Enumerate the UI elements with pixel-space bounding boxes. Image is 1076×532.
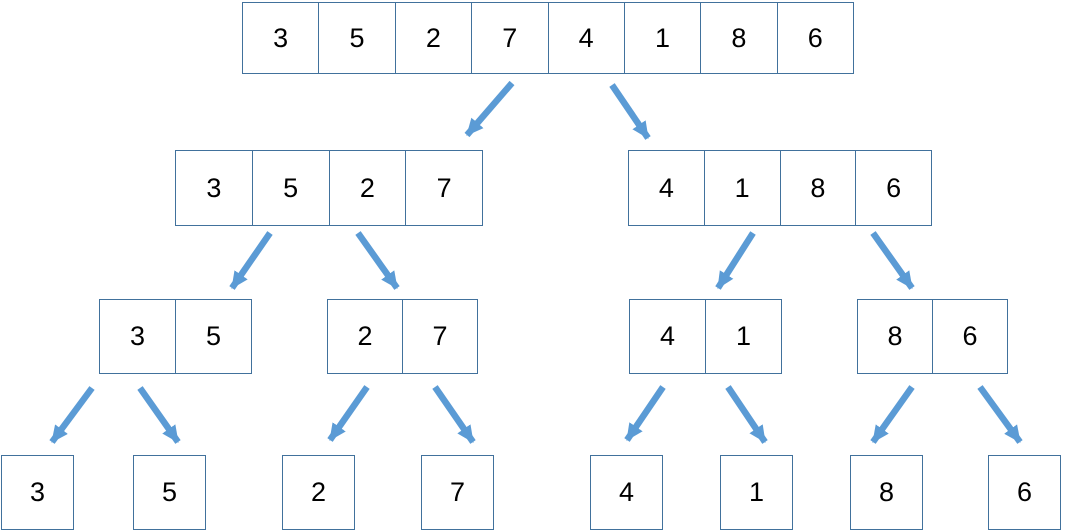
array-cell: 3 xyxy=(129,321,146,351)
split-arrow xyxy=(464,80,515,138)
array-cell: 2 xyxy=(310,477,327,507)
array-cell: 8 xyxy=(878,477,895,507)
array-level2-right: 4 1 8 6 xyxy=(628,150,932,226)
array-level4-1: 3 xyxy=(1,455,74,530)
array-cell: 8 xyxy=(779,151,856,225)
array-cell: 2 xyxy=(328,151,406,225)
array-cell: 7 xyxy=(449,477,466,507)
array-level1: 3 5 2 7 4 1 8 6 xyxy=(242,2,854,74)
array-cell: 5 xyxy=(161,477,178,507)
array-level4-6: 1 xyxy=(720,455,793,530)
array-cell: 5 xyxy=(251,151,329,225)
array-cell: 5 xyxy=(318,3,394,73)
array-level3-2: 2 7 xyxy=(327,299,478,374)
array-cell: 6 xyxy=(776,3,853,73)
array-level4-5: 4 xyxy=(590,455,663,530)
split-arrow xyxy=(49,386,95,444)
split-arrow xyxy=(624,385,666,442)
split-arrow xyxy=(229,231,273,290)
array-level4-4: 7 xyxy=(421,455,494,530)
array-cell: 7 xyxy=(471,3,547,73)
array-cell: 3 xyxy=(273,22,289,53)
array-level3-1: 3 5 xyxy=(99,299,252,374)
array-level4-2: 5 xyxy=(133,455,206,530)
array-cell: 4 xyxy=(659,321,676,351)
array-cell: 7 xyxy=(402,300,477,373)
array-level4-8: 6 xyxy=(988,455,1061,530)
split-arrow xyxy=(137,386,181,444)
array-cell: 2 xyxy=(394,3,471,73)
split-arrow xyxy=(870,231,915,290)
split-arrow xyxy=(432,385,476,444)
array-cell: 6 xyxy=(1016,477,1033,507)
array-cell: 4 xyxy=(658,172,674,203)
array-cell: 6 xyxy=(932,300,1007,373)
array-level2-left: 3 5 2 7 xyxy=(175,150,483,226)
array-level4-3: 2 xyxy=(282,455,355,530)
array-cell: 1 xyxy=(748,477,765,507)
array-cell: 7 xyxy=(405,151,482,225)
split-arrow xyxy=(725,385,768,444)
array-cell: 5 xyxy=(175,300,251,373)
array-cell: 3 xyxy=(206,172,222,203)
split-arrow xyxy=(977,385,1023,444)
array-cell: 1 xyxy=(705,300,781,373)
array-level4-7: 8 xyxy=(850,455,923,530)
split-arrow xyxy=(715,231,756,290)
array-level3-3: 4 1 xyxy=(629,299,782,374)
array-cell: 8 xyxy=(700,3,776,73)
array-cell: 6 xyxy=(855,151,931,225)
split-arrow xyxy=(609,83,651,140)
split-arrow xyxy=(870,385,915,444)
split-arrow xyxy=(355,231,400,290)
array-cell: 1 xyxy=(703,151,780,225)
array-cell: 2 xyxy=(357,321,373,351)
array-cell: 3 xyxy=(29,477,46,507)
array-cell: 4 xyxy=(618,477,635,507)
array-cell: 8 xyxy=(887,321,903,351)
array-cell: 1 xyxy=(623,3,700,73)
split-arrow xyxy=(327,385,370,442)
array-cell: 4 xyxy=(547,3,624,73)
array-level3-4: 8 6 xyxy=(857,299,1008,374)
